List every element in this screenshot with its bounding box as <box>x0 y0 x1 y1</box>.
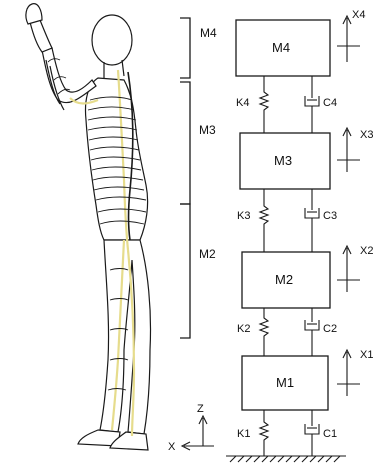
damper-c3 <box>305 189 319 252</box>
mass-label-m4: M4 <box>272 40 290 55</box>
z-axis-arrow <box>199 416 207 446</box>
spring-label-k3: K3 <box>237 210 250 222</box>
displacement-label-x2: X2 <box>360 245 373 257</box>
mass-label-m1: M1 <box>276 375 294 390</box>
segment-label-m4: M4 <box>200 26 217 40</box>
human-figure-illustration <box>26 4 151 450</box>
spring-k2 <box>260 308 268 356</box>
damper-c4 <box>305 76 319 133</box>
damper-label-c1: C1 <box>323 428 337 440</box>
displacement-arrow-x4 <box>337 16 360 62</box>
spring-label-k4: K4 <box>236 97 249 109</box>
bracket-m4 <box>180 18 190 78</box>
segment-brackets <box>180 18 190 338</box>
ground-base <box>226 456 346 462</box>
displacement-label-x1: X1 <box>360 349 373 361</box>
spring-k4 <box>260 76 268 133</box>
displacement-arrow-x3 <box>337 128 360 172</box>
head-shape <box>92 15 132 65</box>
displacement-arrow-x1 <box>337 350 360 396</box>
segment-label-m3: M3 <box>199 123 216 137</box>
segment-label-m2: M2 <box>199 247 216 261</box>
x-axis-arrow <box>182 442 214 450</box>
displacement-label-x4: X4 <box>352 9 365 21</box>
damper-label-c4: C4 <box>323 97 337 109</box>
forearm <box>30 20 52 52</box>
x-axis-label: X <box>168 441 176 453</box>
mass-label-m2: M2 <box>275 272 293 287</box>
hand-shape <box>26 4 42 24</box>
damper-label-c2: C2 <box>323 323 337 335</box>
spring-k1 <box>260 410 268 456</box>
displacement-arrow-x2 <box>337 246 360 292</box>
z-axis-label: Z <box>197 403 204 415</box>
bracket-m3 <box>180 82 190 204</box>
mass-label-m3: M3 <box>274 153 292 168</box>
bracket-m2 <box>180 204 190 338</box>
coordinate-axes <box>182 416 214 450</box>
spring-label-k1: K1 <box>237 428 250 440</box>
damper-label-c3: C3 <box>323 210 337 222</box>
displacement-label-x3: X3 <box>360 129 373 141</box>
spring-label-k2: K2 <box>237 323 250 335</box>
damper-c2 <box>305 308 319 356</box>
spring-k3 <box>260 189 268 252</box>
damper-c1 <box>305 410 319 456</box>
